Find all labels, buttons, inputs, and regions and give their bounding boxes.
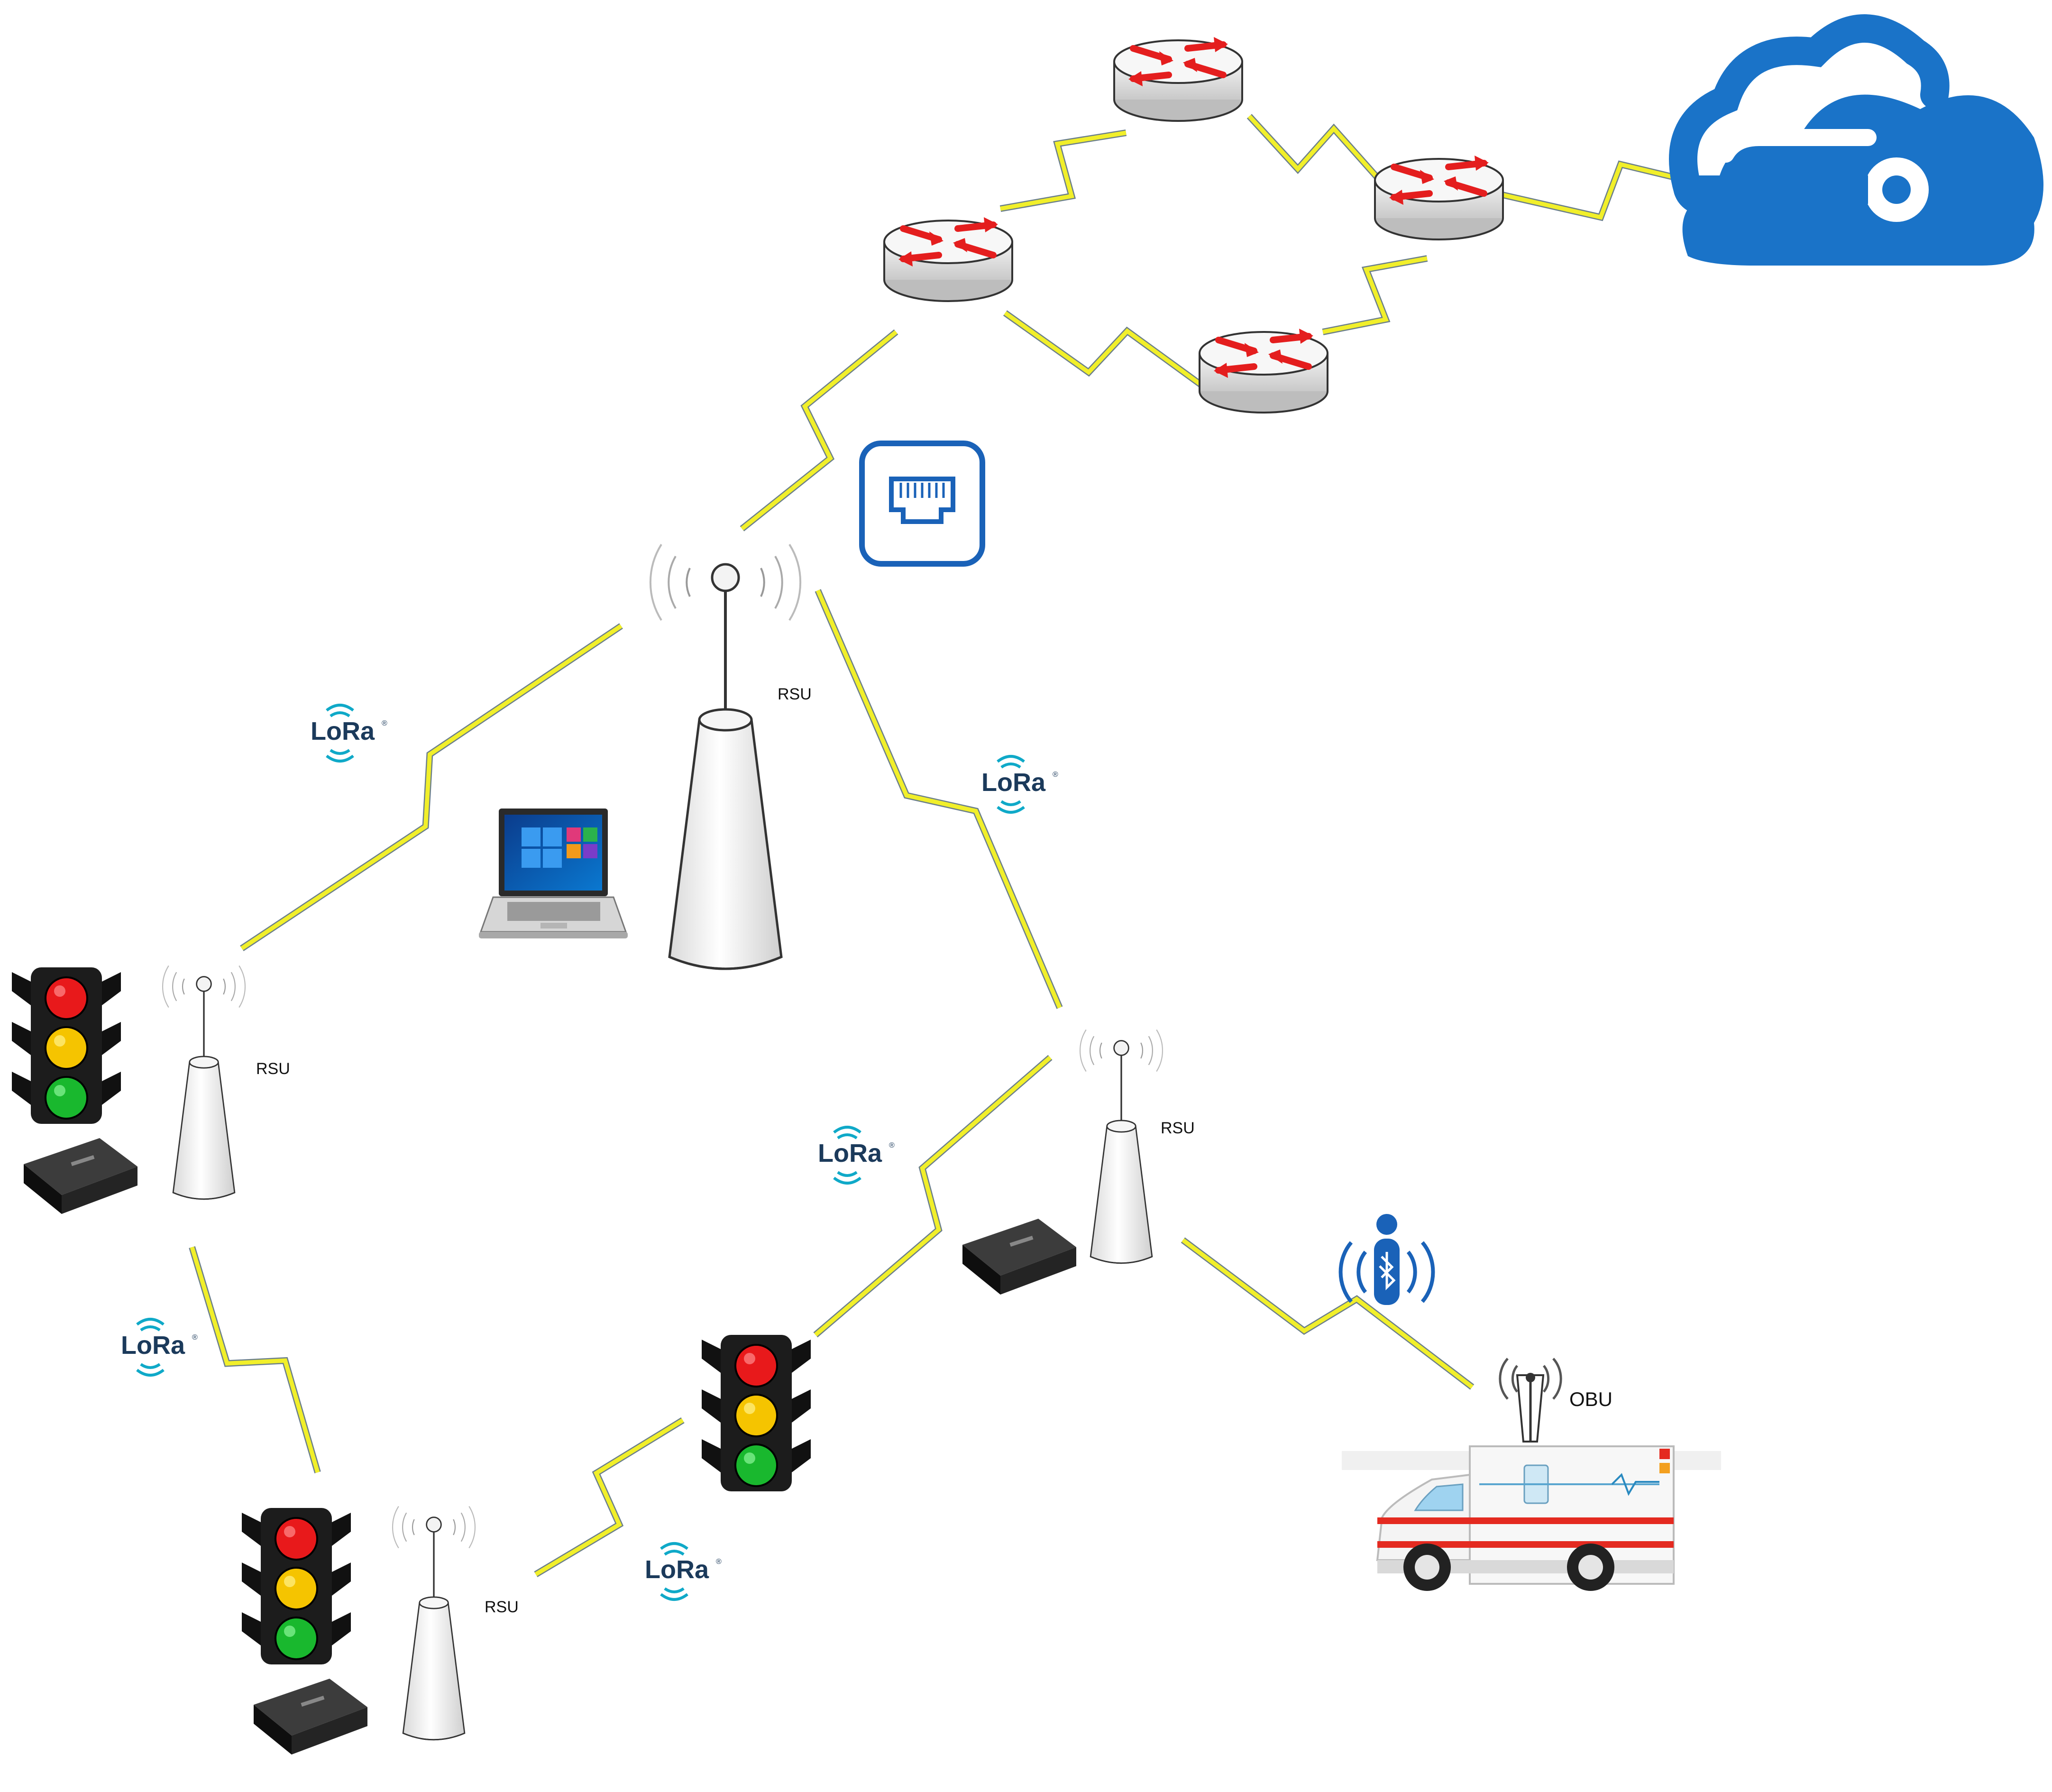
obu-antenna-icon <box>1499 1358 1562 1443</box>
lora-logo-bottom: LoRa ® <box>645 1544 722 1599</box>
cloud-icon <box>1669 14 2043 266</box>
router-icon-right <box>1375 156 1503 239</box>
wireless-links <box>189 114 1717 1578</box>
lora-logo-upper-left: LoRa ® <box>311 705 387 761</box>
link-router-top-right <box>1247 114 1382 182</box>
link-rsu-right-light <box>814 1056 1052 1337</box>
lora-text: LoRa <box>645 1555 709 1584</box>
link-light-rsu-bottom <box>534 1418 684 1576</box>
link-router-left-top <box>1000 130 1127 211</box>
traffic-light-icon-left <box>11 966 122 1125</box>
link-rsu-left-bottom-edge <box>189 1246 321 1473</box>
lora-text: LoRa <box>981 768 1046 797</box>
rsu-label-bottom: RSU <box>485 1598 519 1616</box>
gateway-box-icon-right <box>962 1219 1076 1295</box>
lora-mark: ® <box>192 1333 198 1342</box>
bluetooth-icon <box>1338 1214 1435 1305</box>
lora-mark: ® <box>1053 771 1058 779</box>
link-router-left-rsu-main <box>741 330 898 531</box>
link-rsu-left-bottom <box>190 1246 320 1473</box>
link-router-right-cloud <box>1500 162 1717 220</box>
lora-logo-upper-right: LoRa ® <box>981 756 1058 812</box>
link-rsu-main-right-edge <box>815 589 1063 1009</box>
lora-text: LoRa <box>818 1139 882 1167</box>
ambulance-icon <box>1342 1445 1721 1591</box>
ethernet-port-icon <box>859 441 985 567</box>
lora-mark: ® <box>716 1558 722 1566</box>
link-rsu-main-right <box>815 589 1062 1009</box>
gateway-box-icon-bottom <box>254 1679 367 1755</box>
router-icon-top <box>1114 37 1242 121</box>
lora-text: LoRa <box>121 1331 185 1360</box>
rsu-tower-icon-bottom <box>392 1505 476 1741</box>
lora-logo-lower-left: LoRa ® <box>121 1319 198 1375</box>
laptop-icon <box>479 809 628 938</box>
router-icon-left <box>884 217 1012 301</box>
link-router-bottom-right <box>1322 256 1428 334</box>
rsu-label-right: RSU <box>1161 1119 1195 1137</box>
rsu-tower-icon-main <box>650 544 800 969</box>
router-icon-bottom <box>1200 329 1328 413</box>
lora-logo-middle: LoRa ® <box>818 1127 895 1183</box>
link-rsu-right-light-edge <box>813 1055 1053 1338</box>
link-rsu-main-left <box>240 624 623 950</box>
link-rsu-right-obu <box>1182 1238 1474 1389</box>
traffic-light-icon-bottom <box>241 1507 352 1665</box>
lora-mark: ® <box>382 719 387 727</box>
rsu-label-main: RSU <box>778 685 812 703</box>
lora-text: LoRa <box>311 717 375 745</box>
obu-label: OBU <box>1569 1388 1612 1410</box>
rsu-label-left: RSU <box>256 1060 290 1078</box>
lora-mark: ® <box>889 1141 895 1149</box>
rsu-tower-icon-left <box>162 965 246 1200</box>
link-router-left-bottom <box>1004 311 1208 391</box>
link-rsu-right-obu-edge <box>1181 1237 1475 1390</box>
rsu-tower-icon-right <box>1079 1029 1163 1264</box>
gateway-box-icon-left <box>24 1138 137 1214</box>
traffic-light-icon-middle <box>701 1334 812 1492</box>
